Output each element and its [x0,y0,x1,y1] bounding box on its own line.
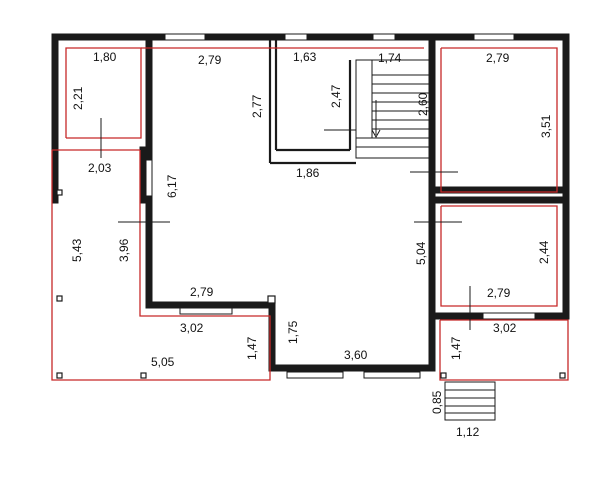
dim-2-79-top-right: 2,79 [486,51,510,65]
dim-1-12: 1,12 [456,425,480,439]
dim-1-47-left: 1,47 [245,336,259,360]
tick-marks [100,118,471,330]
staircase [355,59,433,159]
dim-3-96: 3,96 [117,238,131,262]
dim-2-44: 2,44 [537,240,551,264]
dim-1-47-right: 1,47 [449,336,463,360]
entrance-steps [444,381,496,421]
dim-3-60: 3,60 [344,348,368,362]
dim-2-03: 2,03 [88,161,112,175]
dim-0-85: 0,85 [430,390,444,414]
dim-2-60: 2,60 [416,92,430,116]
dim-3-02-right: 3,02 [493,321,517,335]
posts [56,189,566,379]
dimension-labels: 1,80 2,79 1,63 1,74 2,79 2,21 2,77 2,47 … [70,50,553,439]
dim-3-02-left: 3,02 [180,321,204,335]
dim-1-86: 1,86 [296,166,320,180]
dim-2-47: 2,47 [329,84,343,108]
dim-5-04: 5,04 [414,241,428,265]
dim-5-05: 5,05 [151,355,175,369]
dim-2-79-mid: 2,79 [190,285,214,299]
dim-2-21: 2,21 [71,86,85,110]
dim-1-63: 1,63 [293,50,317,64]
dim-2-79-top: 2,79 [198,53,222,67]
dim-1-80: 1,80 [93,50,117,64]
interior-walls [139,36,564,372]
dim-6-17: 6,17 [165,174,179,198]
windows [145,33,536,379]
dim-1-74: 1,74 [378,51,402,65]
dim-2-79-bottom-right: 2,79 [487,286,511,300]
room-outlines [51,47,569,381]
dim-1-75: 1,75 [286,320,300,344]
dim-3-51: 3,51 [539,114,553,138]
dim-5-43: 5,43 [70,238,84,262]
dim-2-77: 2,77 [250,94,264,118]
